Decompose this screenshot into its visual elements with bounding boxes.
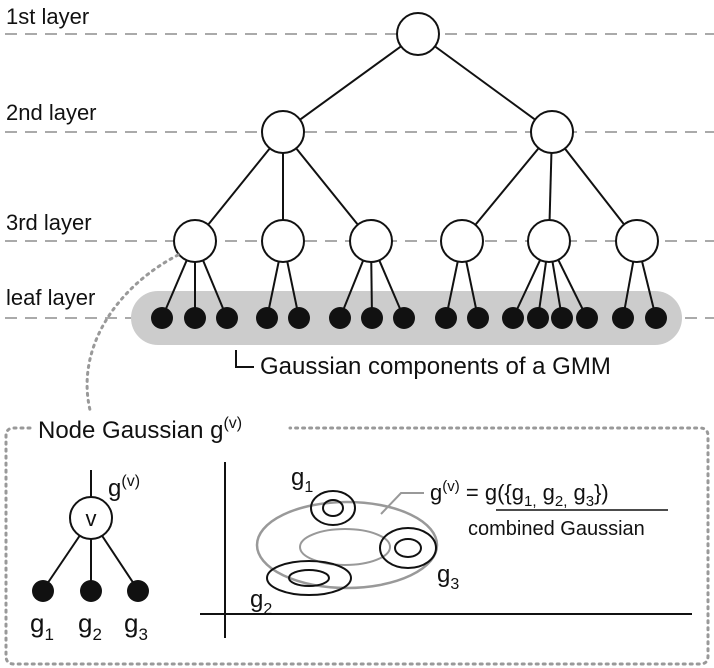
detail-title: Node Gaussian g(v)	[38, 415, 242, 444]
g3-inner-ellipse	[394, 538, 422, 558]
node-3rd-5	[527, 219, 571, 263]
small-tree-leaf-3	[127, 580, 149, 602]
g3-outer-ellipse	[379, 527, 437, 569]
g2-outer-ellipse	[266, 560, 352, 596]
small-tree-node-label: v	[86, 506, 97, 531]
label-1st-layer: 1st layer	[6, 4, 89, 29]
node-3rd-6	[615, 219, 659, 263]
equation-text: g(v) = g({g1, g2, g3})	[430, 478, 609, 510]
detail-connector	[85, 253, 180, 412]
small-tree-g-label: g(v)	[108, 473, 140, 502]
small-tree-leaf-2	[80, 580, 102, 602]
label-3rd-layer: 3rd layer	[6, 210, 92, 235]
g1-inner-ellipse	[322, 499, 344, 517]
g2-inner-ellipse	[288, 569, 330, 587]
gaussian-ellipses	[255, 490, 439, 596]
node-2nd-left	[261, 110, 305, 154]
detail-box	[4, 426, 710, 666]
equation-caption: combined Gaussian	[468, 518, 645, 540]
ellipse-label-g1: g1	[291, 464, 313, 496]
tree-nodes	[173, 12, 659, 263]
g1-outer-ellipse	[310, 490, 356, 526]
small-tree-leaf-label-1: g1	[30, 608, 54, 644]
node-root	[396, 12, 440, 56]
label-2nd-layer: 2nd layer	[6, 100, 97, 125]
label-leaf-layer: leaf layer	[6, 285, 95, 310]
leaf-nodes	[151, 307, 667, 329]
node-2nd-right	[530, 110, 574, 154]
ellipse-label-g3: g3	[437, 561, 459, 593]
tree-edges	[161, 33, 657, 319]
node-3rd-1	[173, 219, 217, 263]
combined-gaussian-inner-ellipse	[299, 528, 391, 566]
small-tree-leaf-label-2: g2	[78, 608, 102, 644]
small-tree-leaf-label-3: g3	[124, 608, 148, 644]
small-tree-leaf-1	[32, 580, 54, 602]
equation-leader	[380, 492, 424, 515]
small-tree-node-v	[69, 496, 113, 540]
ellipse-label-g2: g2	[250, 586, 272, 618]
leaf-caption: Gaussian components of a GMM	[260, 353, 611, 380]
node-3rd-4	[440, 219, 484, 263]
combined-gaussian-ellipse	[255, 500, 439, 590]
small-tree: v g(v) g1 g2 g3	[30, 470, 149, 644]
node-3rd-2	[261, 219, 305, 263]
node-3rd-3	[349, 219, 393, 263]
caption-bracket	[235, 350, 254, 368]
